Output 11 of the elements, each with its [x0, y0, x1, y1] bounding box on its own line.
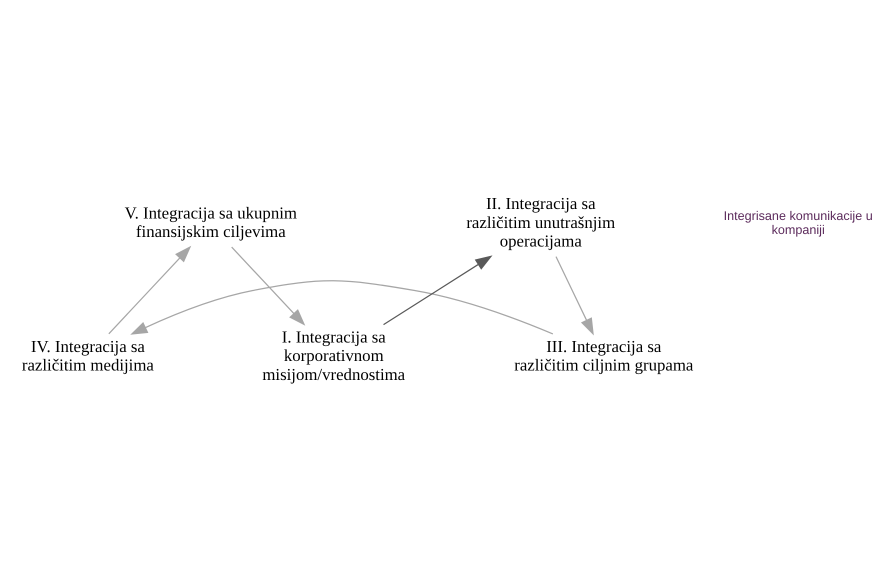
- arrow: [108, 245, 192, 334]
- node-text: II. Integracija sa različitim unutrašnjim operacijama: [466, 193, 616, 250]
- node-text: III. Integracija sa različitim ciljnim grupama: [514, 336, 694, 374]
- label: Integrisane komunikacije u kompaniji: [724, 208, 873, 236]
- arrow: [383, 254, 493, 325]
- arrow: [130, 280, 554, 334]
- arrow: [555, 256, 594, 335]
- arrow: [231, 246, 306, 326]
- node-text: IV. Integracija sa različitim medijima: [22, 336, 154, 374]
- node-text: I. Integracija sa korporativnom misijom/vrednostima: [262, 326, 406, 384]
- node-text: V. Integracija sa ukupnim finansijskim ciljevima: [124, 202, 297, 241]
